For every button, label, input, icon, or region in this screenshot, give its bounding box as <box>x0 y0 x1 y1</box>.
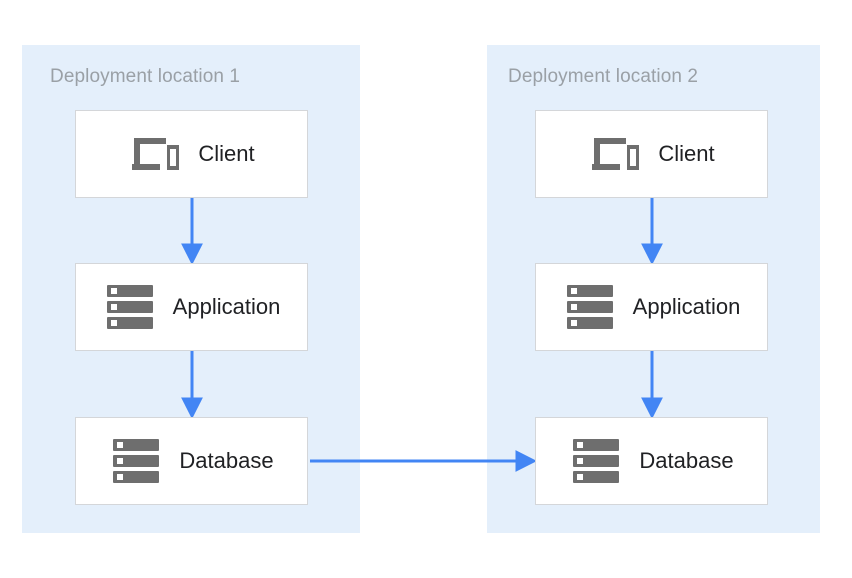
node-client-2[interactable]: Client <box>535 110 768 198</box>
zone-label-deployment-location-1: Deployment location 1 <box>50 66 241 87</box>
server-icon <box>103 283 157 331</box>
node-database-2[interactable]: Database <box>535 417 768 505</box>
node-label-database-2: Database <box>639 448 734 473</box>
devices-icon <box>588 130 642 178</box>
server-icon <box>109 437 163 485</box>
node-label-application-2: Application <box>632 294 741 319</box>
node-label-database-1: Database <box>179 448 274 473</box>
node-client-1[interactable]: Client <box>75 110 308 198</box>
node-label-application-1: Application <box>172 294 281 319</box>
zone-label-deployment-location-2: Deployment location 2 <box>508 66 699 87</box>
node-application-1[interactable]: Application <box>75 263 308 351</box>
server-icon <box>563 283 617 331</box>
server-icon <box>569 437 623 485</box>
node-label-client-1: Client <box>198 141 255 166</box>
node-application-2[interactable]: Application <box>535 263 768 351</box>
node-label-client-2: Client <box>658 141 715 166</box>
node-database-1[interactable]: Database <box>75 417 308 505</box>
devices-icon <box>128 130 182 178</box>
